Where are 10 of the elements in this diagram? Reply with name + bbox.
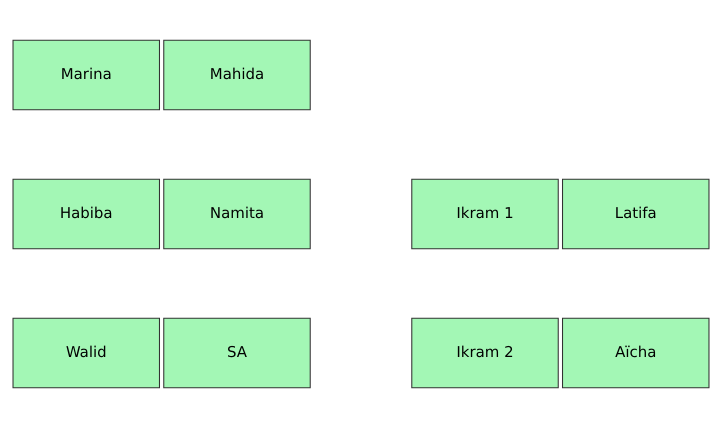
node-box: Walid (12, 317, 160, 388)
node-box: Habiba (12, 178, 160, 249)
node-box: Latifa (562, 178, 710, 249)
node-box: Mahida (163, 39, 311, 110)
node-box: Namita (163, 178, 311, 249)
node-box: SA (163, 317, 311, 388)
node-box: Ikram 2 (411, 317, 559, 388)
node-box: Ikram 1 (411, 178, 559, 249)
node-box: Marina (12, 39, 160, 110)
node-box: Aïcha (562, 317, 710, 388)
